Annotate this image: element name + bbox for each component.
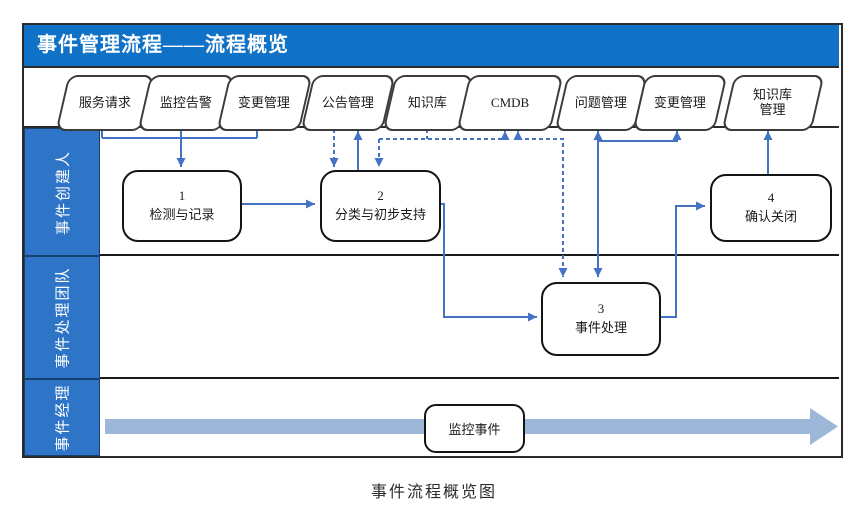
- source-label-line1: 知识库: [753, 87, 793, 103]
- step-label: 确认关闭: [744, 209, 797, 224]
- source-label: 知识库: [408, 94, 448, 110]
- lane-label-text: 事件处理团队: [55, 266, 72, 369]
- step-label: 事件处理: [574, 320, 627, 335]
- source-label: 问题管理: [574, 94, 627, 110]
- lane-divider-2: [24, 377, 839, 379]
- lane-divider-1: [24, 254, 839, 256]
- source-knowledge-base-management: 知识库 管理: [721, 75, 825, 131]
- step-number: 4: [767, 190, 775, 206]
- source-label: 变更管理: [653, 94, 706, 110]
- page-title: 事件管理流程——流程概览: [37, 34, 289, 56]
- source-label: 知识库 管理: [753, 87, 793, 118]
- source-change-management-2: 变更管理: [632, 75, 728, 131]
- source-label: 变更管理: [238, 94, 291, 110]
- diagram-title-bar: 事件管理流程——流程概览: [24, 25, 839, 68]
- step-1-detect-record: 1 检测与记录: [122, 170, 242, 242]
- step-2-classify-initial-support: 2 分类与初步支持: [320, 170, 441, 242]
- source-label-line2: 管理: [759, 102, 786, 117]
- step-4-confirm-close: 4 确认关闭: [710, 174, 832, 242]
- lane-label-text: 事件创建人: [55, 149, 72, 235]
- step-number: 3: [597, 301, 605, 317]
- source-label: CMDB: [490, 94, 530, 110]
- source-label: 监控告警: [159, 94, 212, 110]
- source-announcement-management: 公告管理: [300, 75, 396, 131]
- step-label: 分类与初步支持: [334, 207, 426, 222]
- lane-label-incident-creator: 事件创建人: [24, 128, 100, 256]
- diagram-caption: 事件流程概览图: [370, 484, 497, 501]
- source-change-management: 变更管理: [216, 75, 313, 131]
- source-label: 服务请求: [78, 94, 131, 110]
- lane-label-text: 事件经理: [55, 383, 72, 452]
- monitor-label: 监控事件: [448, 422, 501, 437]
- lane-label-incident-manager: 事件经理: [24, 379, 100, 456]
- step-number: 1: [178, 188, 186, 204]
- monitor-incident-box: 监控事件: [424, 404, 525, 453]
- source-cmdb: CMDB: [456, 75, 564, 131]
- step-number: 2: [377, 188, 384, 204]
- step-label: 检测与记录: [149, 207, 215, 222]
- lane-label-handling-team: 事件处理团队: [24, 256, 100, 379]
- step-3-incident-handling: 3 事件处理: [541, 282, 661, 356]
- source-label: 公告管理: [321, 94, 374, 110]
